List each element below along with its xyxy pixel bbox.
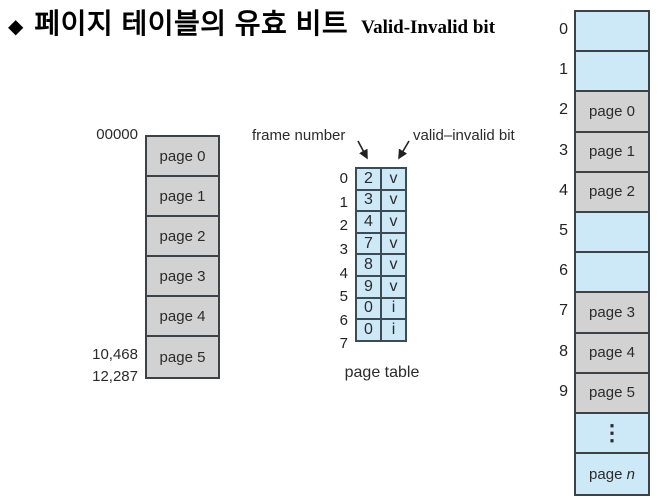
row-index-label: 4 [339,264,348,282]
page-table-row: 0 i [355,318,407,342]
frame-index-label: 3 [559,141,568,159]
logical-memory-cell: page 4 [147,297,218,337]
physical-memory-column: page 0 page 1 page 2 page 3 page 4 page … [574,10,650,497]
physical-frame-cell: page 2 [576,172,648,213]
bit-cell: v [380,167,407,191]
bit-cell: v [380,210,407,234]
row-index-label: 7 [339,335,348,353]
frame-index-label: 1 [559,61,568,79]
row-index-label: 2 [339,217,348,235]
frame-cell: 8 [355,253,382,277]
page-table: 2 v 3 v 4 v 7 v 8 v 9 v 0 i 0 i [355,167,407,342]
frame-index-label: 4 [559,181,568,199]
physical-frame-cell: page 3 [576,293,648,334]
diamond-bullet-icon: ◆ [8,16,24,38]
page-table-row: 8 v [355,253,407,277]
physical-frame-cell: page 1 [576,132,648,173]
address-label-10468: 10,468 [92,346,138,363]
bit-cell: i [380,318,407,342]
frame-index-label: 5 [559,222,568,240]
page-table-row: 2 v [355,167,407,191]
bit-cell: v [380,253,407,277]
row-index-label: 1 [339,193,348,211]
address-label-top: 00000 [96,126,138,143]
physical-frame-cell-free [576,212,648,254]
row-index-label: 6 [339,311,348,329]
page-n-variable: n [626,465,635,483]
logical-memory-column: page 0 page 1 page 2 page 3 page 4 page … [145,135,220,379]
page-n-cell: page n [576,454,648,495]
ellipsis-dots: ⋮ [576,413,648,455]
frame-cell: 3 [355,188,382,213]
frame-index-label: 9 [559,382,568,400]
frame-index-label: 0 [559,21,568,39]
physical-frame-cell: page 4 [576,333,648,374]
slide-title: ◆ 페이지 테이블의 유효 비트 Valid-Invalid bit [8,2,495,42]
physical-frame-cell: page 5 [576,373,648,414]
bit-cell: v [380,274,407,299]
row-index-label: 0 [339,170,348,188]
physical-frame-cell-free [576,12,648,53]
frame-cell: 7 [355,231,382,256]
physical-frame-cell-free [576,52,648,93]
frame-cell: 9 [355,274,382,299]
row-index-label: 3 [339,241,348,259]
page-table-row: 7 v [355,231,407,256]
page-table-row-indexes: 0 1 2 3 4 5 6 7 [318,167,348,356]
frame-cell: 0 [355,318,382,342]
frame-cell: 4 [355,210,382,234]
address-label-12287: 12,287 [92,368,138,385]
frame-number-arrow [357,140,368,160]
page-table-caption: page table [344,364,420,381]
valid-invalid-bit-label: valid–invalid bit [413,127,515,144]
logical-memory-cell: page 0 [147,137,218,177]
title-korean: 페이지 테이블의 유효 비트 [34,8,349,39]
frame-cell: 0 [355,296,382,321]
frame-index-label: 2 [559,101,568,119]
logical-memory-cell: page 3 [147,257,218,297]
page-table-row: 4 v [355,210,407,234]
row-index-label: 5 [339,288,348,306]
frame-index-label: 6 [559,262,568,280]
frame-number-label: frame number [252,127,346,144]
page-table-row: 0 i [355,296,407,321]
logical-memory-cell: page 1 [147,177,218,217]
pointer-arrows-icon [357,140,410,160]
logical-memory-cell: page 5 [147,337,218,377]
bit-cell: i [380,296,407,321]
frame-index-label: 7 [559,302,568,320]
logical-memory-cell: page 2 [147,217,218,257]
page-n-prefix: page [589,465,627,483]
frame-index-label: 8 [559,342,568,360]
page-table-row: 9 v [355,274,407,299]
physical-frame-indexes: 0 1 2 3 4 5 6 7 8 9 [538,10,568,412]
physical-frame-cell: page 0 [576,92,648,133]
frame-cell: 2 [355,167,382,191]
physical-frame-cell-free [576,253,648,294]
page-table-row: 3 v [355,188,407,213]
bit-cell: v [380,188,407,213]
valid-invalid-arrow [398,140,410,160]
title-english: Valid-Invalid bit [361,17,496,38]
bit-cell: v [380,231,407,256]
